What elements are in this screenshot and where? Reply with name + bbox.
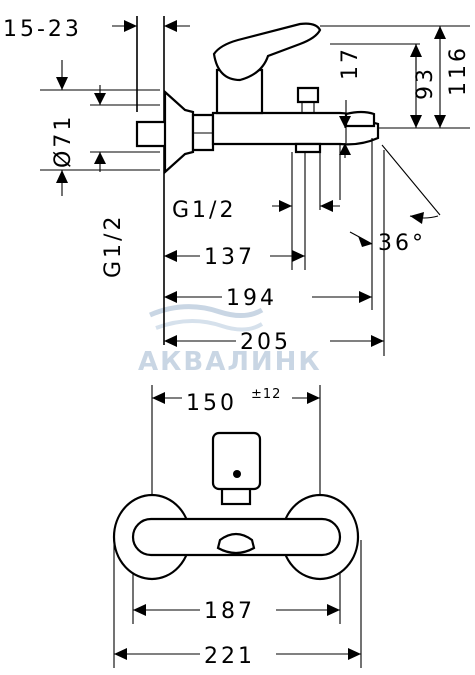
- inlet-pipe: [135, 120, 170, 148]
- watermark-wave-icon-2: [155, 318, 264, 332]
- watermark: АКВАЛИНК: [138, 304, 322, 377]
- diverter-knob: [296, 86, 320, 104]
- dim-plate-width: 187: [204, 599, 255, 624]
- dim-inlet-thread: G1/2: [101, 214, 126, 278]
- dim-connection-range: 15-23: [3, 17, 82, 42]
- spout-tip: [344, 110, 376, 128]
- dim-total-width: 221: [204, 644, 255, 669]
- shower-outlet: [294, 142, 322, 154]
- side-view: 15-23 Ø71 G1/2 G1/2 17 93 116: [3, 16, 471, 356]
- dim-spout-height: 93: [413, 66, 438, 100]
- dim-pipe-diameter: Ø71: [51, 114, 76, 168]
- lever-front: [211, 431, 262, 491]
- dim-total-height: 116: [446, 45, 471, 96]
- dim-depth-total: 205: [240, 330, 291, 355]
- escutcheon: [163, 89, 195, 175]
- dim-centre-tolerance: ±12: [251, 387, 281, 402]
- indicator-dot: [233, 470, 241, 478]
- dim-outlet-thread: G1/2: [172, 198, 236, 223]
- watermark-wave-icon: [149, 304, 264, 318]
- lever-handle: [212, 22, 322, 82]
- dim-outlet-height: 17: [338, 46, 363, 80]
- dim-spout-angle: 36°: [378, 231, 426, 256]
- dim-centre-distance: 150: [186, 391, 237, 416]
- dim-depth-outlet: 137: [204, 245, 255, 270]
- spout-front: [216, 532, 256, 555]
- front-view: 150 ±12 187 221: [112, 385, 362, 669]
- dim-depth-spout: 194: [226, 286, 277, 311]
- watermark-text: АКВАЛИНК: [138, 347, 322, 377]
